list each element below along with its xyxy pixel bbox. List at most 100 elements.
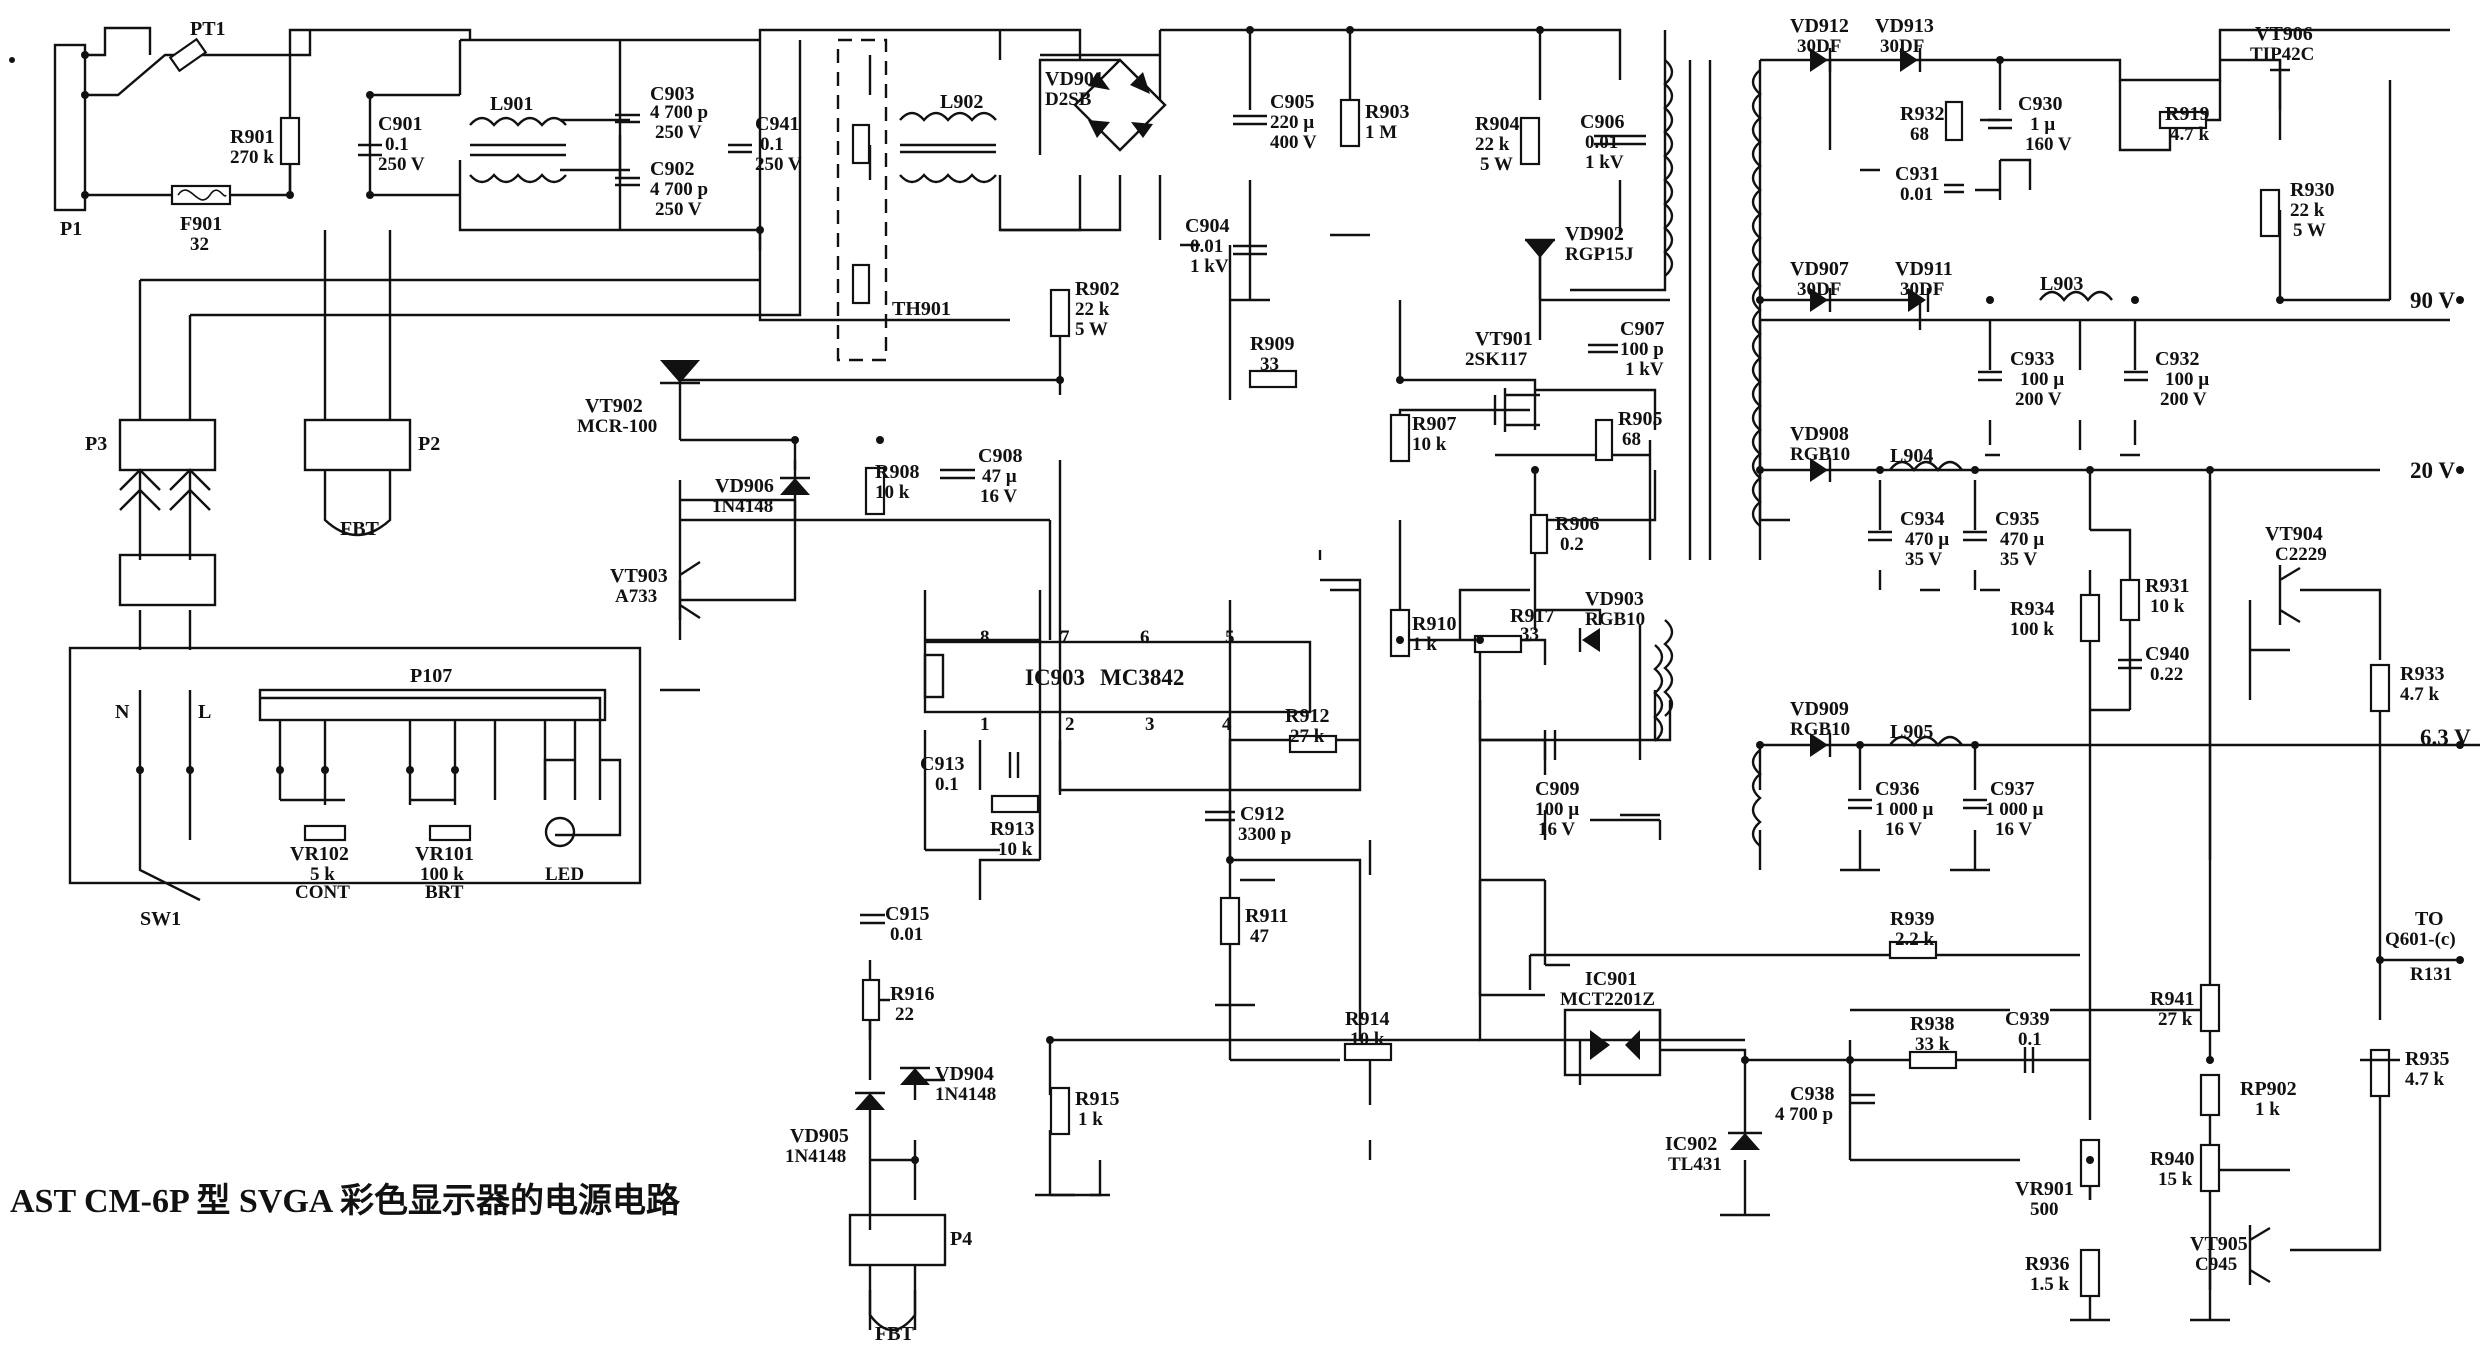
r902-value: 22 k (1075, 299, 1110, 320)
vd903-label: VD903 (1585, 588, 1644, 610)
c901-rating: 250 V (378, 154, 425, 175)
vt906-value: TIP42C (2250, 44, 2314, 65)
p4-label: P4 (950, 1228, 972, 1250)
ic-pin-5: 5 (1225, 627, 1235, 648)
c936-label: C936 (1875, 778, 1919, 800)
th901-label: TH901 (892, 298, 951, 320)
r917-value: 33 (1520, 624, 1539, 645)
c901-label: C901 (378, 113, 422, 135)
vd913-diode (1900, 48, 1918, 72)
ic902-value: TL431 (1668, 1154, 1722, 1175)
c904-value: 0.01 (1190, 236, 1223, 257)
vd907-label: VD907 (1790, 258, 1849, 280)
vd903-value: RGB10 (1585, 609, 1645, 630)
c933-value: 100 µ (2020, 369, 2064, 390)
ic-pin-8: 8 (980, 627, 990, 648)
l903-label: L903 (2040, 273, 2083, 295)
r913-label: R913 (990, 818, 1034, 840)
vd909-diode (1810, 733, 1828, 757)
p1-connector (53, 43, 87, 212)
vd901-label: VD901 (1045, 68, 1104, 90)
c904-label: C904 (1185, 215, 1229, 237)
ic-pin-7: 7 (1060, 627, 1070, 648)
c902-rating: 250 V (655, 199, 702, 220)
r131-label: R131 (2410, 964, 2452, 985)
vd913-value: 30DF (1880, 36, 1924, 57)
vt906-label: VT906 (2255, 23, 2313, 45)
vr101-value: 100 k (420, 864, 464, 885)
r909-value: 33 (1260, 354, 1279, 375)
c913-value: 0.1 (935, 774, 959, 795)
r903-label: R903 (1365, 101, 1409, 123)
ic903-value: MC3842 (1100, 665, 1184, 690)
r931-label: R931 (2145, 575, 2189, 597)
led-label: LED (545, 864, 584, 885)
transformer-primary (1663, 59, 1674, 277)
l905-label: L905 (1890, 721, 1933, 743)
vt903-value: A733 (615, 586, 657, 607)
r902-label: R902 (1075, 278, 1119, 300)
c937-value: 1 000 µ (1985, 799, 2044, 820)
p2-label: P2 (418, 433, 440, 455)
r904-label: R904 (1475, 113, 1519, 135)
vr901-label: VR901 (2015, 1178, 2074, 1200)
c905-value: 220 µ (1270, 112, 1314, 133)
l904-coil (1889, 460, 1963, 472)
ic-pin-4: 4 (1222, 714, 1232, 735)
c940-label: C940 (2145, 643, 2189, 665)
vt902-label: VT902 (585, 395, 643, 417)
vd908-diode (1810, 458, 1828, 482)
c906-value: 0.01 (1585, 132, 1618, 153)
rp902-value: 1 k (2255, 1099, 2280, 1120)
c941-value: 0.1 (760, 134, 784, 155)
r915-value: 1 k (1078, 1109, 1103, 1130)
c937-rating: 16 V (1995, 819, 2032, 840)
c915-label: C915 (885, 903, 929, 925)
r907-value: 10 k (1412, 434, 1447, 455)
vd901-bridge (1073, 58, 1167, 152)
r915-label: R915 (1075, 1088, 1119, 1110)
vd909-label: VD909 (1790, 698, 1849, 720)
r903-resistor (1339, 98, 1361, 148)
p1-label: P1 (60, 218, 82, 240)
c934-value: 470 µ (1905, 529, 1949, 550)
pt1-label: PT1 (190, 18, 226, 40)
vd911-label: VD911 (1895, 258, 1953, 280)
vt902-value: MCR-100 (577, 416, 657, 437)
component-labels: P1 PT1 R901 270 k F901 32 C901 0.1 250 V… (10, 15, 2471, 1345)
r904-resistor (1519, 116, 1541, 166)
vd904-value: 1N4148 (935, 1084, 996, 1105)
r932-value: 68 (1910, 124, 1929, 145)
r916-value: 22 (895, 1004, 914, 1025)
vt904-label: VT904 (2265, 523, 2323, 545)
p3-connector (118, 418, 217, 472)
c909-value: 100 µ (1535, 799, 1579, 820)
vd906-value: 1N4148 (712, 496, 773, 517)
ic902-label: IC902 (1665, 1133, 1717, 1155)
c901-value: 0.1 (385, 134, 409, 155)
c909-label: C909 (1535, 778, 1579, 800)
l903-coil (2039, 290, 2113, 302)
c939-label: C939 (2005, 1008, 2049, 1030)
c912-label: C912 (1240, 803, 1284, 825)
p4-connector (848, 1213, 947, 1267)
vd909-value: RGB10 (1790, 719, 1850, 740)
r939-value: 2.2 k (1895, 929, 1935, 950)
c932-value: 100 µ (2165, 369, 2209, 390)
r912-label: R912 (1285, 705, 1329, 727)
vt905-label: VT905 (2190, 1233, 2248, 1255)
r901-resistor (279, 116, 301, 166)
c905-capacitor (1233, 114, 1267, 126)
vr102-value: 5 k (310, 864, 335, 885)
transformer-secondary (1751, 69, 1762, 527)
r912-value: 27 k (1290, 726, 1325, 747)
r919-label: R919 (2165, 103, 2209, 125)
line-label: L (198, 701, 211, 723)
r935-value: 4.7 k (2405, 1069, 2445, 1090)
vt902-scr (660, 360, 700, 383)
c940-value: 0.22 (2150, 664, 2183, 685)
r907-label: R907 (1412, 413, 1456, 435)
r910-value: 1 k (1412, 634, 1437, 655)
r909-label: R909 (1250, 333, 1294, 355)
c903-rating: 250 V (655, 122, 702, 143)
